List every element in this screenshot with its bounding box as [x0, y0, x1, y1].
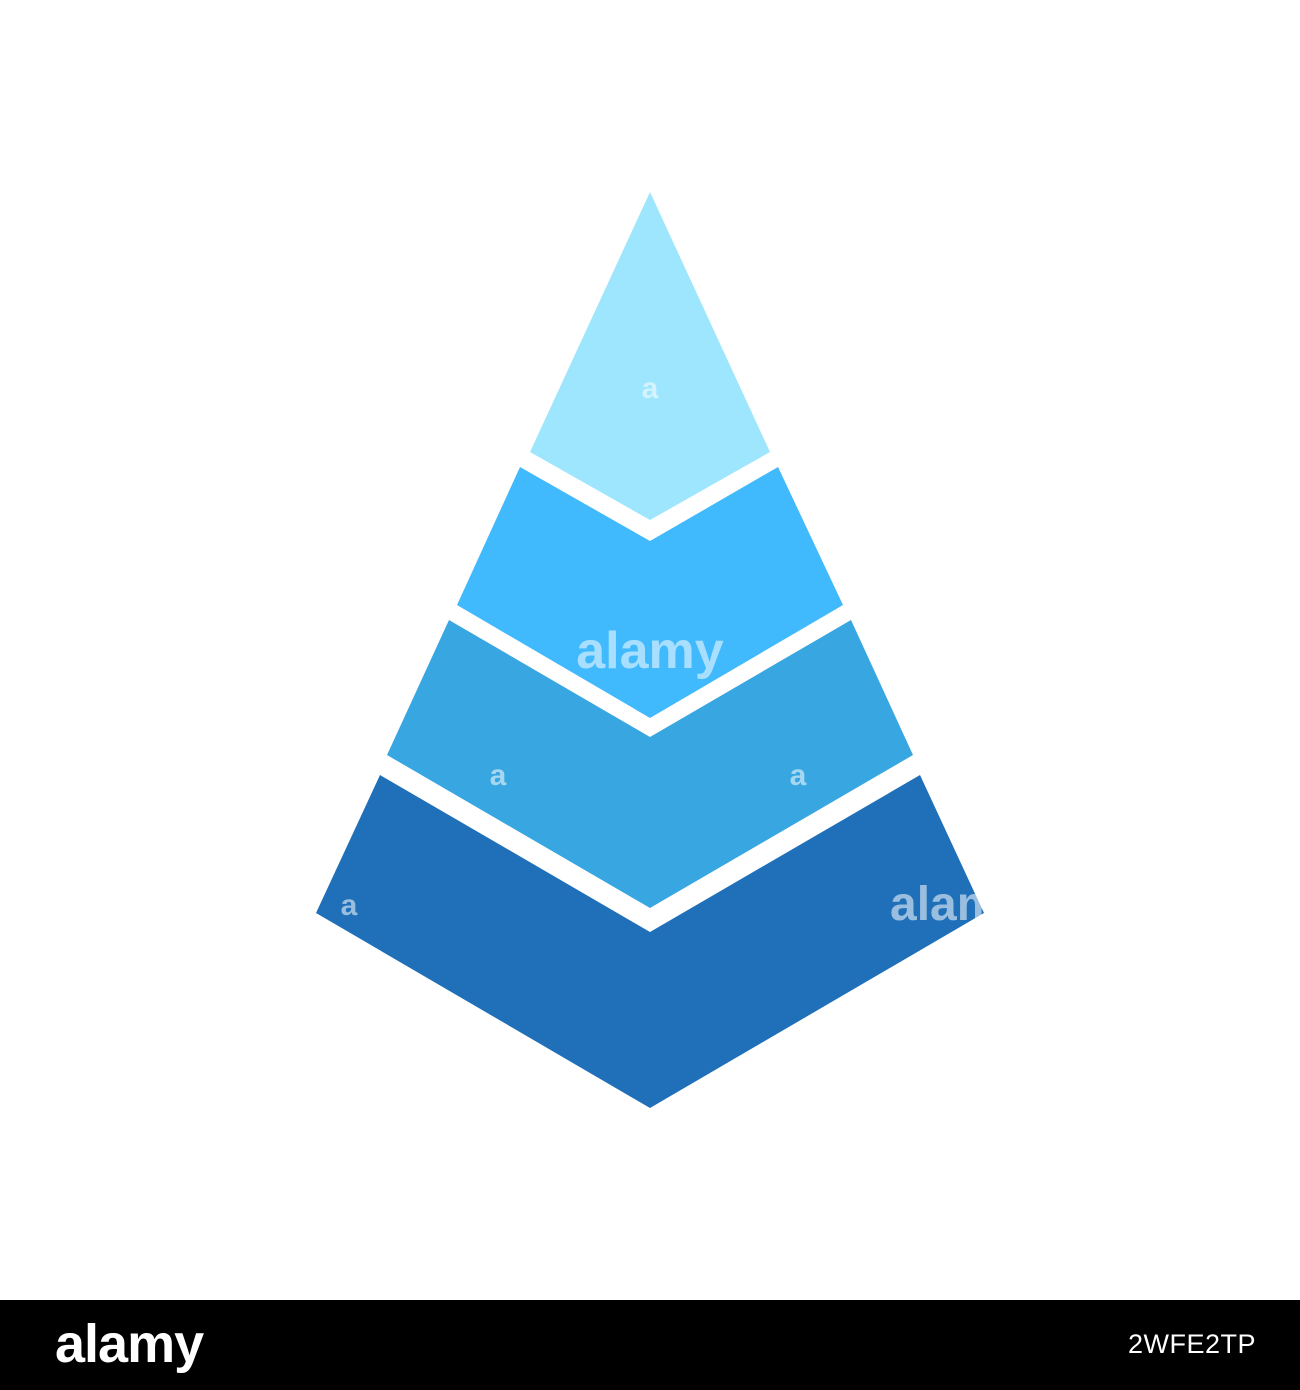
watermark-center: alamy [576, 622, 724, 680]
watermark-mark-1: a [642, 372, 659, 405]
watermark-mark-4: a [341, 889, 358, 922]
image-id-label: 2WFE2TP [1127, 1329, 1256, 1359]
diagram-canvas: alamy alamy a a a a [316, 192, 1026, 1108]
footer-bar: alamy 2WFE2TP [0, 1300, 1300, 1390]
watermark-right: alamy [890, 878, 1026, 931]
pyramid-layer-2 [457, 467, 843, 718]
pyramid-layer-1 [530, 192, 770, 520]
watermark-mark-3: a [790, 759, 807, 792]
pyramid-diagram: alamy alamy a a a a [316, 192, 1026, 1108]
pyramid-layer-4 [316, 775, 984, 1108]
watermark-mark-2: a [490, 759, 507, 792]
footer-logo[interactable]: alamy [55, 1314, 204, 1374]
pyramid-layer-3 [387, 620, 913, 908]
